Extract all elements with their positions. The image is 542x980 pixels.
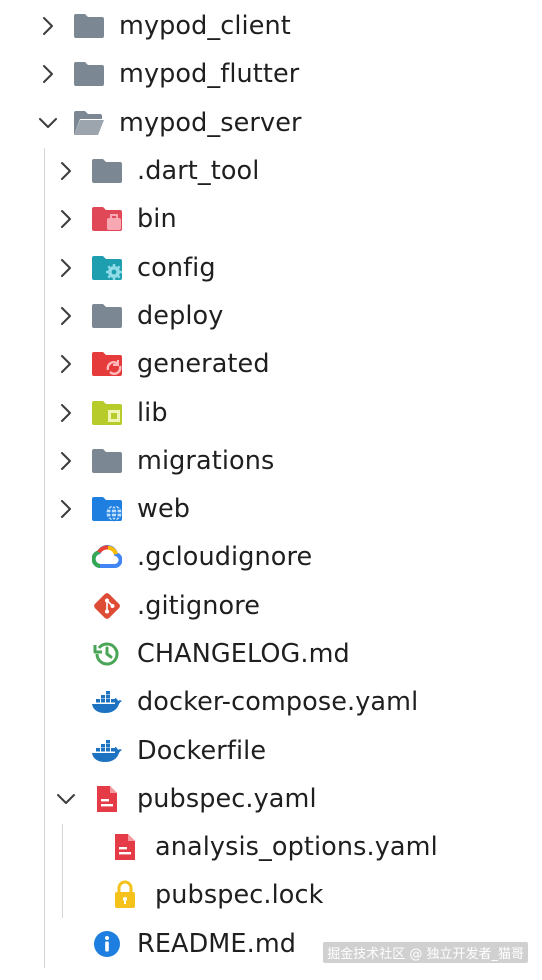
chevron-right-icon[interactable] — [55, 305, 77, 327]
tree-item-gitignore[interactable]: .gitignore — [0, 582, 542, 630]
chevron-right-icon[interactable] — [37, 15, 59, 37]
indent-guide — [62, 824, 63, 918]
tree-item-label: analysis_options.yaml — [155, 832, 438, 863]
tree-item-label: README.md — [137, 928, 297, 959]
tree-item-label: bin — [137, 204, 177, 235]
tree-item-dart-tool[interactable]: .dart_tool — [0, 147, 542, 195]
chevron-right-icon[interactable] — [37, 63, 59, 85]
tree-item-readme[interactable]: README.md — [0, 920, 542, 968]
chevron-down-icon[interactable] — [55, 788, 77, 810]
tree-item-bin[interactable]: bin — [0, 195, 542, 243]
tree-item-label: docker-compose.yaml — [137, 687, 419, 718]
tree-item-migrations[interactable]: migrations — [0, 437, 542, 485]
chevron-right-icon[interactable] — [55, 353, 77, 375]
tree-item-label: migrations — [137, 445, 275, 476]
chevron-right-icon[interactable] — [55, 257, 77, 279]
git-icon — [91, 590, 123, 622]
chevron-right-icon[interactable] — [55, 208, 77, 230]
folder-icon — [91, 445, 123, 477]
tree-item-label: pubspec.lock — [155, 880, 324, 911]
chevron-down-icon[interactable] — [37, 112, 59, 134]
tree-item-pubspec-yaml[interactable]: pubspec.yaml — [0, 775, 542, 823]
google-cloud-icon — [91, 541, 123, 573]
yaml-file-icon — [91, 783, 123, 815]
tree-item-label: pubspec.yaml — [137, 783, 317, 814]
folder-config-icon — [91, 252, 123, 284]
tree-item-label: deploy — [137, 300, 224, 331]
tree-item-label: web — [137, 494, 191, 525]
tree-item-label: lib — [137, 397, 168, 428]
folder-icon — [91, 300, 123, 332]
tree-item-label: mypod_server — [119, 107, 302, 138]
folder-icon — [91, 155, 123, 187]
tree-item-label: .gitignore — [137, 590, 261, 621]
folder-lib-icon — [91, 397, 123, 429]
chevron-right-icon[interactable] — [55, 450, 77, 472]
docker-icon — [91, 735, 123, 767]
tree-item-config[interactable]: config — [0, 243, 542, 291]
tree-item-gcloudignore[interactable]: .gcloudignore — [0, 533, 542, 581]
folder-generated-icon — [91, 348, 123, 380]
yaml-file-icon — [109, 831, 141, 863]
docker-icon — [91, 686, 123, 718]
tree-item-label: .gcloudignore — [137, 542, 313, 573]
tree-item-label: mypod_client — [119, 11, 291, 42]
tree-item-dockerfile[interactable]: Dockerfile — [0, 726, 542, 774]
chevron-right-icon[interactable] — [55, 402, 77, 424]
info-icon — [91, 928, 123, 960]
lock-icon — [109, 879, 141, 911]
tree-item-docker-compose[interactable]: docker-compose.yaml — [0, 678, 542, 726]
tree-item-mypod-server[interactable]: mypod_server — [0, 99, 542, 147]
changelog-icon — [91, 638, 123, 670]
folder-web-icon — [91, 493, 123, 525]
indent-guide — [44, 148, 45, 968]
folder-open-icon — [73, 107, 105, 139]
tree-item-lib[interactable]: lib — [0, 388, 542, 436]
folder-icon — [73, 58, 105, 90]
tree-item-generated[interactable]: generated — [0, 340, 542, 388]
tree-item-web[interactable]: web — [0, 485, 542, 533]
tree-item-mypod-flutter[interactable]: mypod_flutter — [0, 50, 542, 98]
tree-item-label: .dart_tool — [137, 156, 260, 187]
tree-item-label: CHANGELOG.md — [137, 639, 350, 669]
tree-item-label: config — [137, 252, 216, 283]
folder-icon — [73, 10, 105, 42]
tree-item-analysis-options[interactable]: analysis_options.yaml — [0, 823, 542, 871]
folder-bin-icon — [91, 203, 123, 235]
tree-item-pubspec-lock[interactable]: pubspec.lock — [0, 871, 542, 919]
tree-item-changelog[interactable]: CHANGELOG.md — [0, 630, 542, 678]
tree-item-label: mypod_flutter — [119, 59, 300, 90]
chevron-right-icon[interactable] — [55, 498, 77, 520]
chevron-right-icon[interactable] — [55, 160, 77, 182]
tree-item-deploy[interactable]: deploy — [0, 292, 542, 340]
watermark: 掘金技术社区 @ 独立开发者_猫哥 — [323, 942, 528, 963]
tree-item-mypod-client[interactable]: mypod_client — [0, 2, 542, 50]
tree-item-label: Dockerfile — [137, 735, 267, 766]
tree-item-label: generated — [137, 349, 270, 380]
